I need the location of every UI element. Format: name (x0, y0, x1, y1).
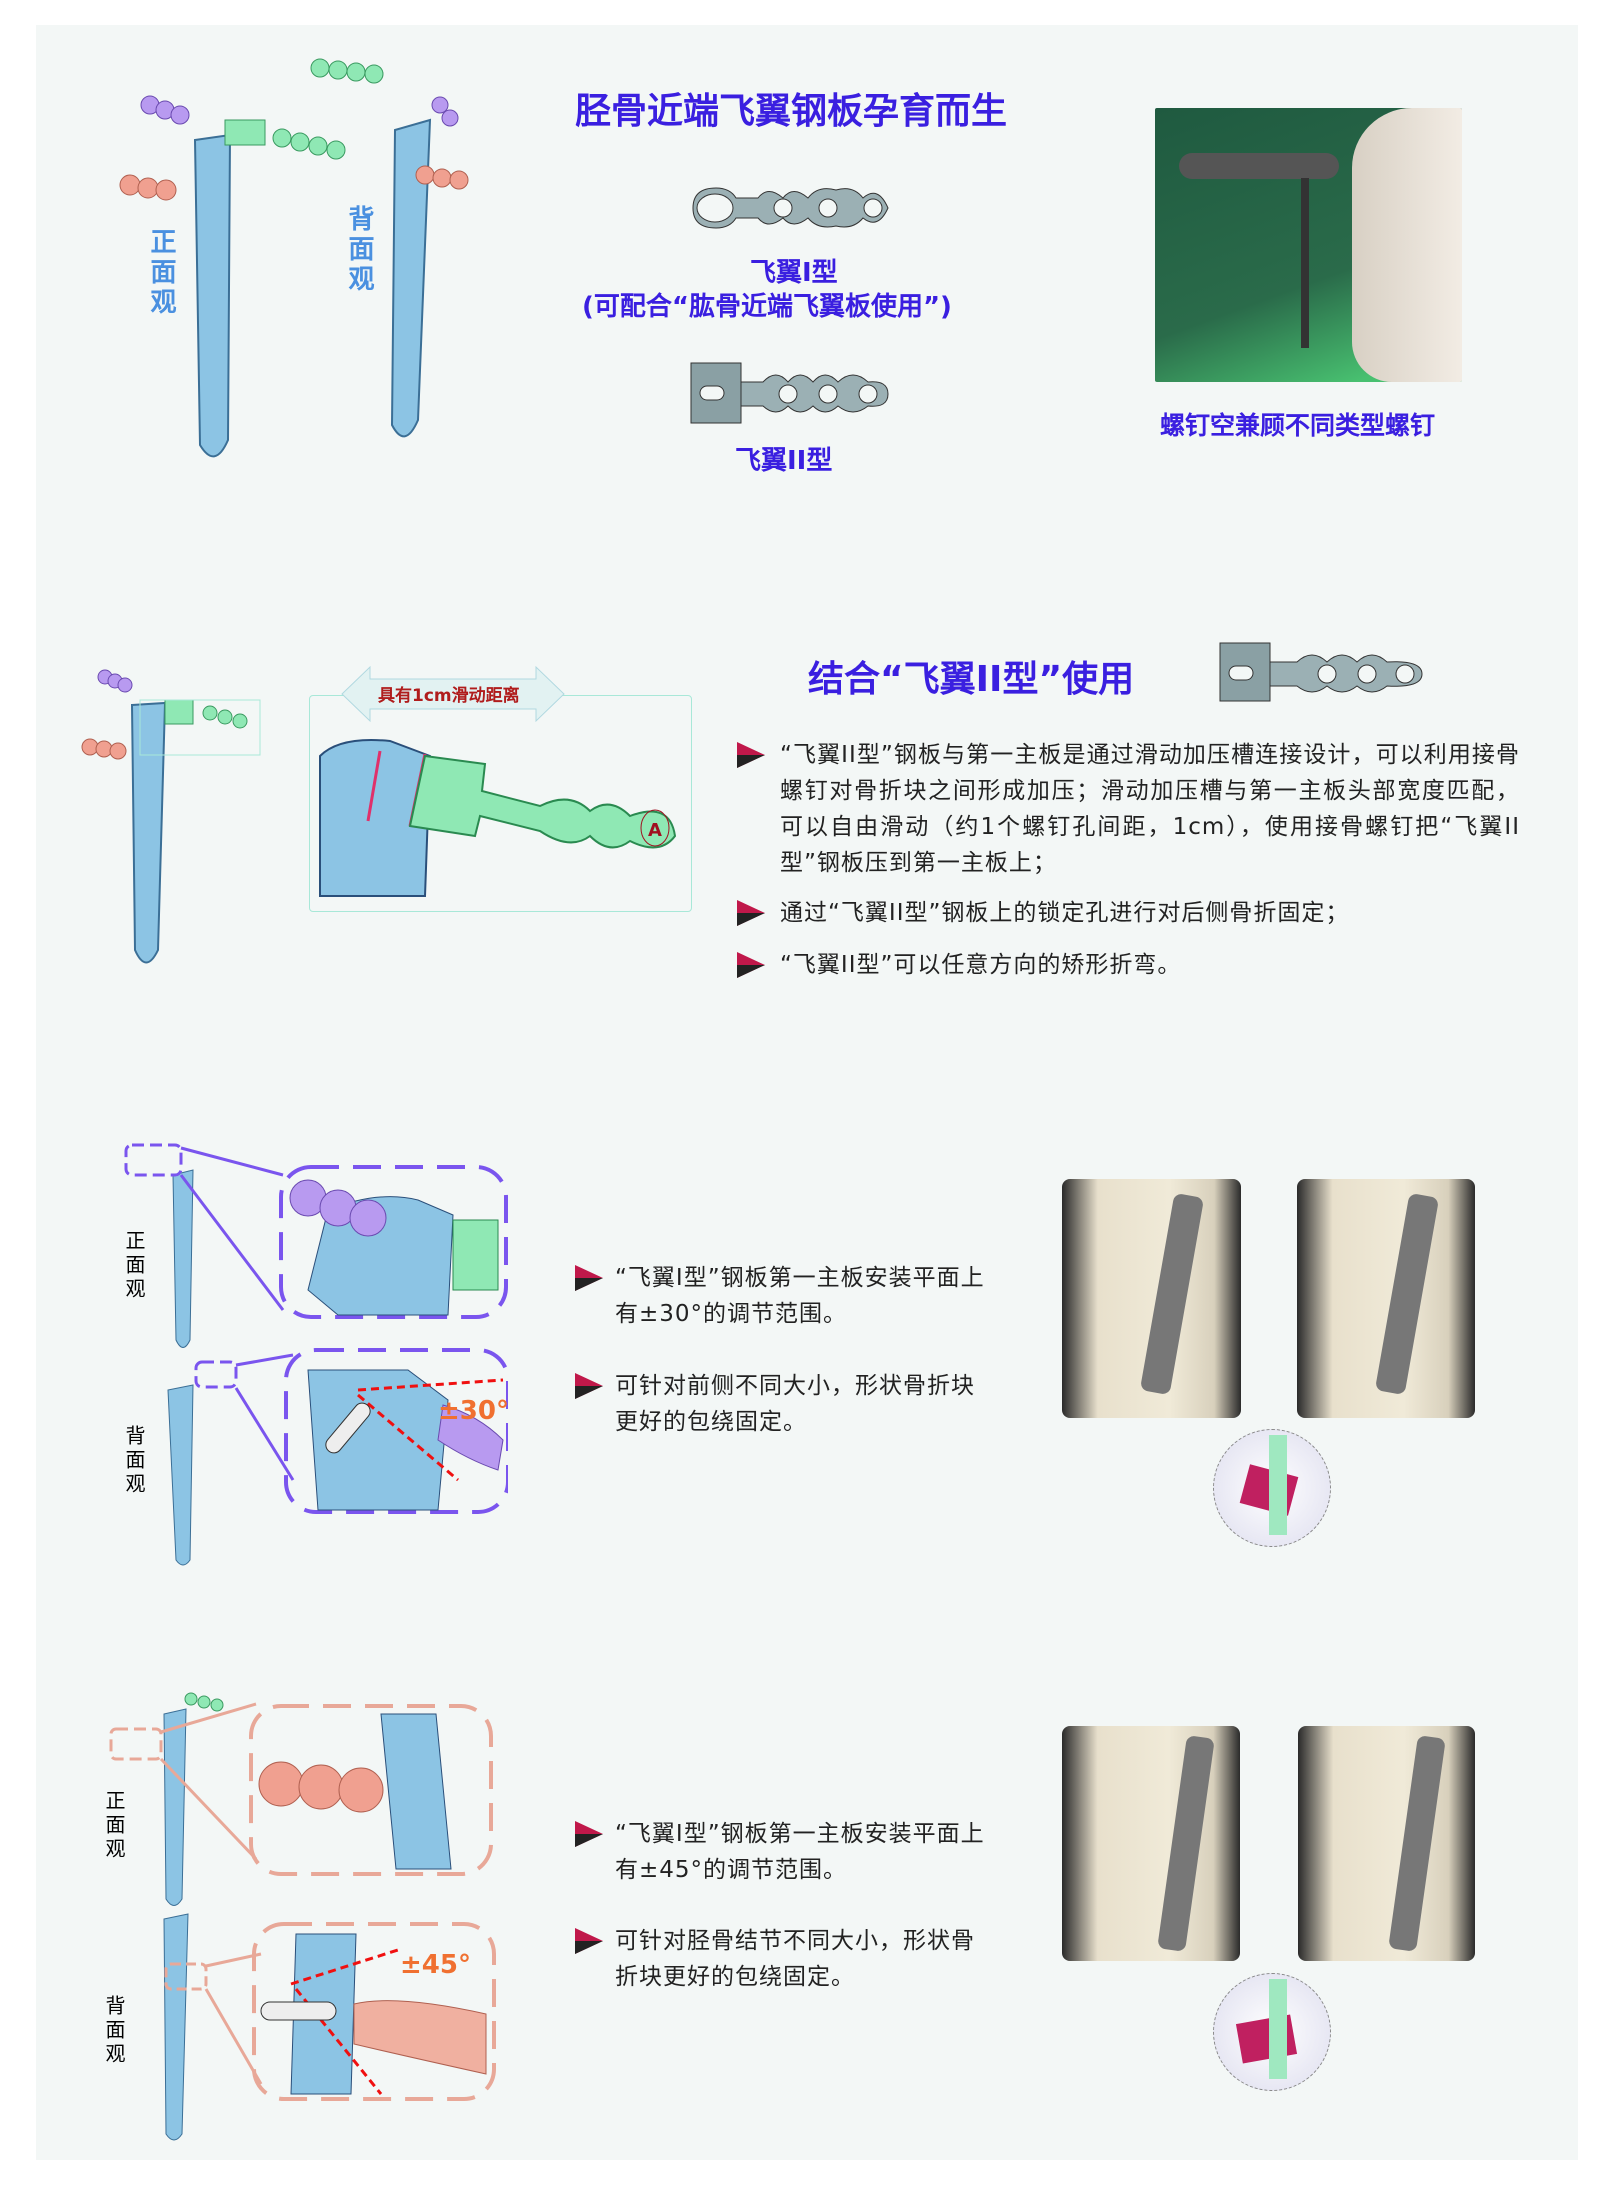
wing-plate-type1-image (692, 187, 889, 229)
bone-model-photo-4 (1298, 1726, 1475, 1961)
back-view-label: 背面观 (102, 1995, 126, 2067)
section3-bullet-1: “飞翼I型”钢板第一主板安装平面上有±30°的调节范围。 (615, 1265, 985, 1327)
cross-section-detail-2 (1213, 1973, 1331, 2091)
back-view-label: 背面观 (344, 205, 374, 295)
section2-bullet-2: 通过“飞翼II型”钢板上的锁定孔进行对后侧骨折固定； (780, 900, 1350, 926)
section2-bullet-1: “飞翼II型”钢板与第一主板是通过滑动加压槽连接设计，可以利用接骨螺钉对骨折块之… (780, 742, 1520, 876)
section1-title: 胫骨近端飞翼钢板孕育而生 (575, 91, 1008, 132)
type1-label: 飞翼I型 (750, 258, 838, 288)
wing-plate-type2-image (690, 362, 889, 424)
angle-30-label: ±30° (438, 1396, 509, 1426)
type2-label: 飞翼II型 (735, 446, 833, 476)
slide-distance-label: 具有1cm滑动距离 (378, 686, 520, 706)
front-view-label: 正面观 (102, 1790, 126, 1862)
front-view-label: 正面观 (122, 1230, 146, 1302)
bone-model-photo-1 (1062, 1179, 1241, 1418)
section2-title: 结合“飞翼II型”使用 (808, 659, 1135, 700)
bullet-arrow-icon (575, 1373, 603, 1399)
section4-bullet-2: 可针对胫骨结节不同大小，形状骨折块更好的包绕固定。 (615, 1928, 975, 1990)
type1-45deg-illustration (109, 1692, 496, 2141)
bone-model-photo-3 (1062, 1726, 1240, 1961)
tibial-plate-illustration (119, 58, 469, 458)
combined-plate-illustration (81, 669, 261, 964)
bullet-arrow-icon (575, 1265, 603, 1291)
zoom-detail-box: A (309, 695, 692, 912)
front-view-label: 正面观 (146, 228, 176, 318)
bullet-arrow-icon (737, 952, 765, 978)
cross-section-detail (1213, 1429, 1331, 1547)
bone-model-photo-2 (1297, 1179, 1475, 1418)
screw-photo (1155, 108, 1462, 382)
back-plate (310, 58, 469, 438)
sliding-plate-detail: A (319, 739, 677, 897)
bullet-arrow-icon (575, 1928, 603, 1954)
section2-bullet-3: “飞翼II型”可以任意方向的矫形折弯。 (780, 952, 1182, 978)
type1-note: (可配合“肱骨近端飞翼板使用”) (582, 292, 952, 322)
type1-30deg-illustration (124, 1143, 508, 1566)
screw-photo-caption: 螺钉空兼顾不同类型螺钉 (1160, 411, 1436, 440)
wing-plate-type2-thumb (1219, 642, 1423, 702)
section3-bullet-2: 可针对前侧不同大小，形状骨折块更好的包绕固定。 (615, 1373, 975, 1435)
bullet-arrow-icon (737, 900, 765, 926)
back-view-label: 背面观 (122, 1425, 146, 1497)
front-plate (119, 95, 346, 458)
double-arrow-icon (341, 665, 565, 723)
bullet-arrow-icon (575, 1821, 603, 1847)
angle-45-label: ±45° (400, 1950, 471, 1980)
marker-a: A (648, 820, 662, 841)
bullet-arrow-icon (737, 742, 765, 768)
section4-bullet-1: “飞翼I型”钢板第一主板安装平面上有±45°的调节范围。 (615, 1821, 985, 1883)
